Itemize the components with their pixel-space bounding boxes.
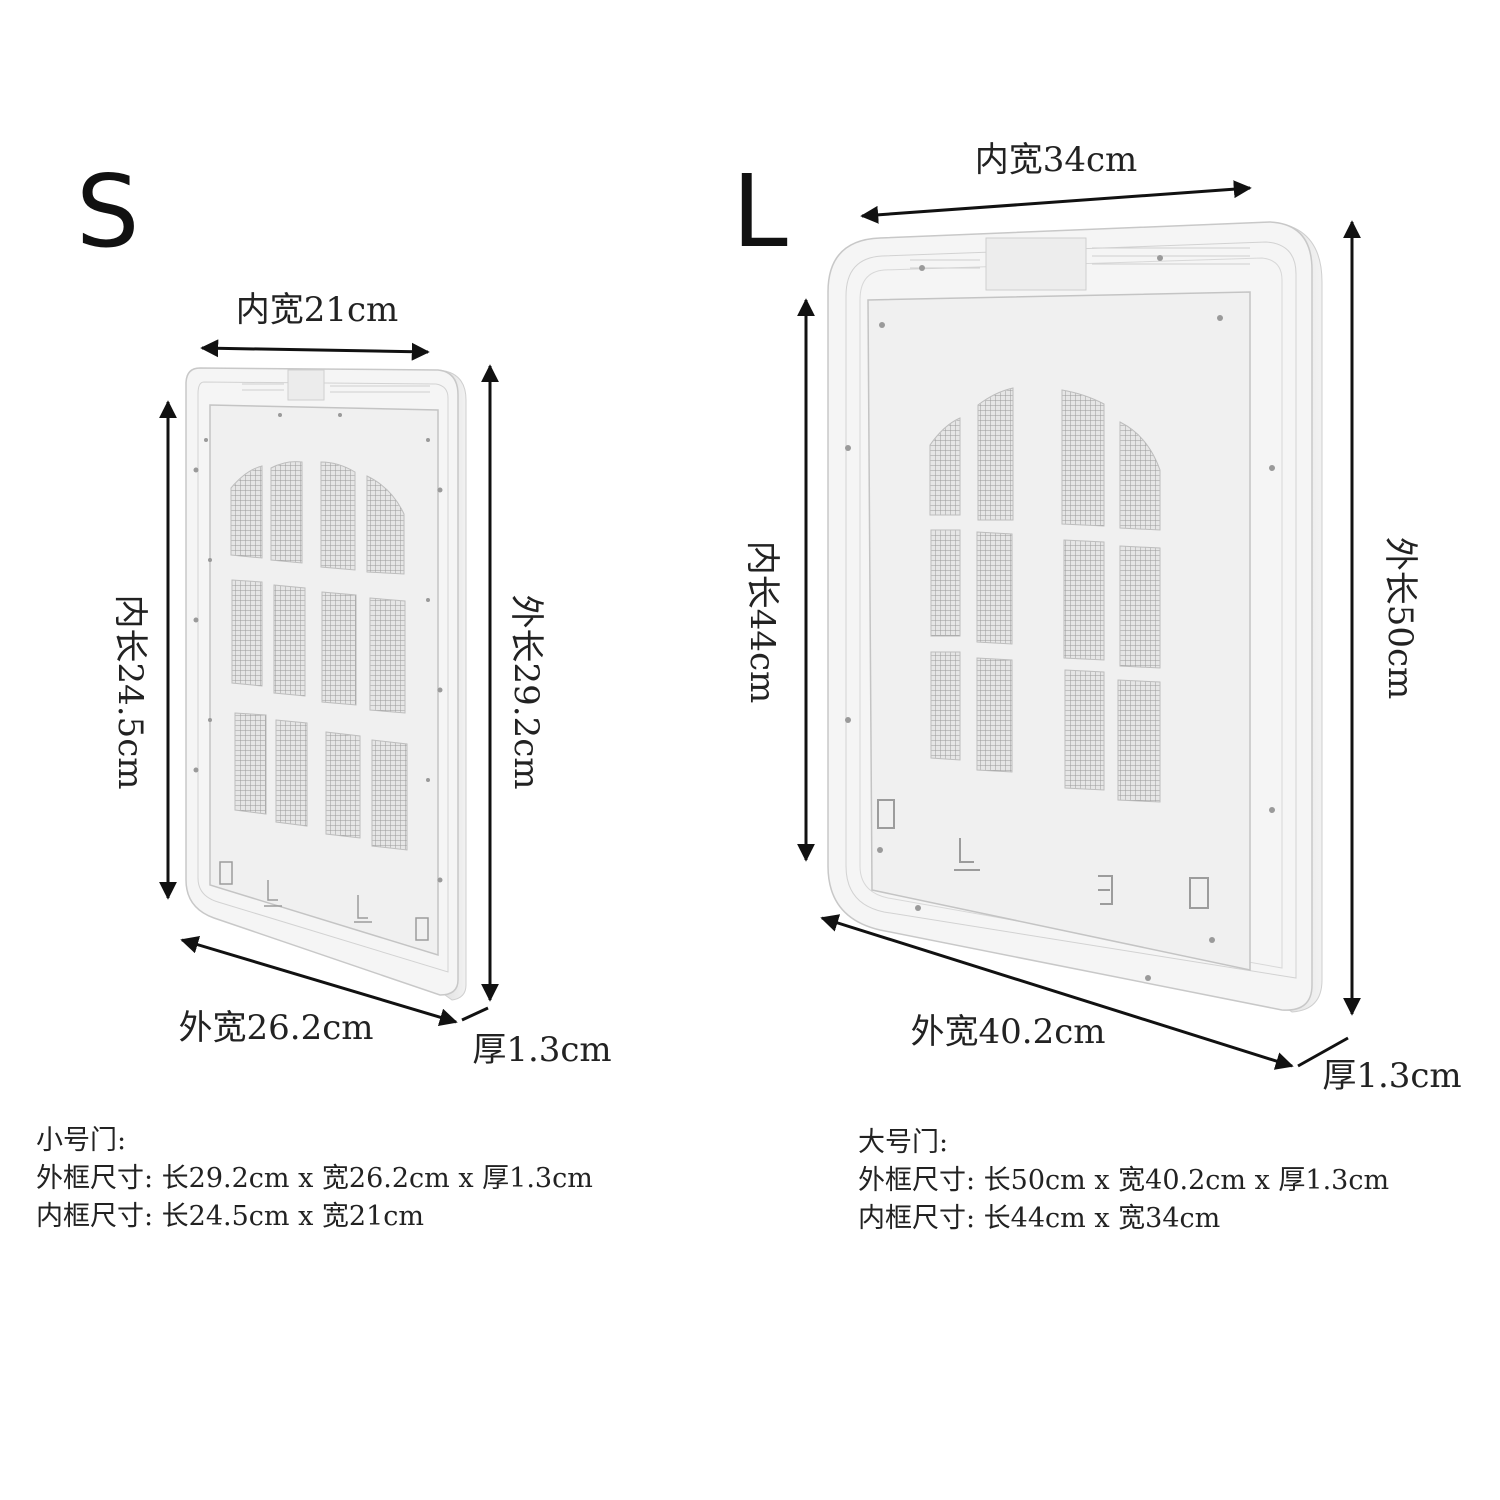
size-label-small: S [76, 153, 140, 270]
large-spec-title: 大号门: [858, 1127, 949, 1158]
size-label-large: L [732, 153, 788, 270]
small-spec-block: 小号门: 外框尺寸: 长29.2cm x 宽26.2cm x 厚1.3cm 内框… [36, 1122, 593, 1236]
small-spec-title: 小号门: [36, 1125, 127, 1156]
small-outer-width-label: 外宽26.2cm [178, 1008, 374, 1048]
large-outer-width-label: 外宽40.2cm [910, 1012, 1106, 1052]
small-inner-length-label: 内长24.5cm [110, 594, 150, 790]
large-spec-outer: 外框尺寸: 长50cm x 宽40.2cm x 厚1.3cm [858, 1165, 1390, 1196]
large-inner-length-label: 内长44cm [742, 540, 782, 704]
large-inner-width-label: 内宽34cm [974, 140, 1138, 180]
small-spec-inner: 内框尺寸: 长24.5cm x 宽21cm [36, 1201, 424, 1232]
dimension-arrows [159, 180, 1361, 1070]
small-inner-width-label: 内宽21cm [235, 290, 399, 330]
small-outer-length-label: 外长29.2cm [506, 594, 546, 790]
large-inner-panel [867, 291, 1251, 971]
large-spec-inner: 内框尺寸: 长44cm x 宽34cm [858, 1203, 1221, 1234]
large-thickness-label: 厚1.3cm [1322, 1056, 1462, 1096]
large-door [827, 221, 1323, 1013]
small-door [185, 367, 467, 1001]
small-spec-outer: 外框尺寸: 长29.2cm x 宽26.2cm x 厚1.3cm [36, 1163, 593, 1194]
large-outer-length-label: 外长50cm [1380, 536, 1420, 700]
small-thickness-label: 厚1.3cm [472, 1030, 612, 1070]
large-spec-block: 大号门: 外框尺寸: 长50cm x 宽40.2cm x 厚1.3cm 内框尺寸… [858, 1124, 1389, 1238]
